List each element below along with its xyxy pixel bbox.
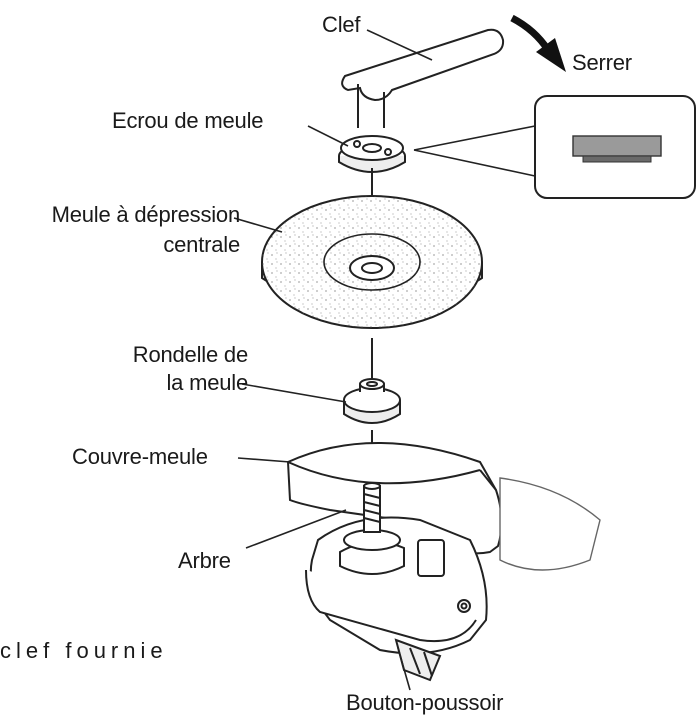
- label-rondelle-line2: la meule: [10, 370, 248, 396]
- lock-nut-icon: [339, 136, 405, 172]
- spindle-icon: [364, 483, 380, 532]
- label-couvre: Couvre-meule: [72, 444, 208, 470]
- leader-ecrou: [308, 126, 348, 146]
- leader-rondelle: [242, 384, 346, 402]
- caption-text: clef fournie: [0, 638, 168, 664]
- wrench-icon: [342, 30, 503, 128]
- label-arbre: Arbre: [178, 548, 231, 574]
- grinding-wheel-icon: [262, 196, 482, 328]
- label-serrer: Serrer: [572, 50, 632, 76]
- label-clef: Clef: [322, 12, 360, 38]
- label-rondelle-line1: Rondelle de: [10, 342, 248, 368]
- label-ecrou: Ecrou de meule: [112, 108, 263, 134]
- leader-couvre: [238, 458, 290, 462]
- leader-clef: [367, 30, 432, 60]
- wheel-flange-icon: [344, 379, 400, 423]
- tighten-arrow-icon: [512, 18, 548, 50]
- label-bouton: Bouton-poussoir: [346, 690, 503, 716]
- label-meule-line1: Meule à dépression: [10, 202, 240, 228]
- leader-meule: [234, 218, 282, 232]
- label-meule-line2: centrale: [10, 232, 240, 258]
- nut-orientation-inset: [414, 96, 695, 198]
